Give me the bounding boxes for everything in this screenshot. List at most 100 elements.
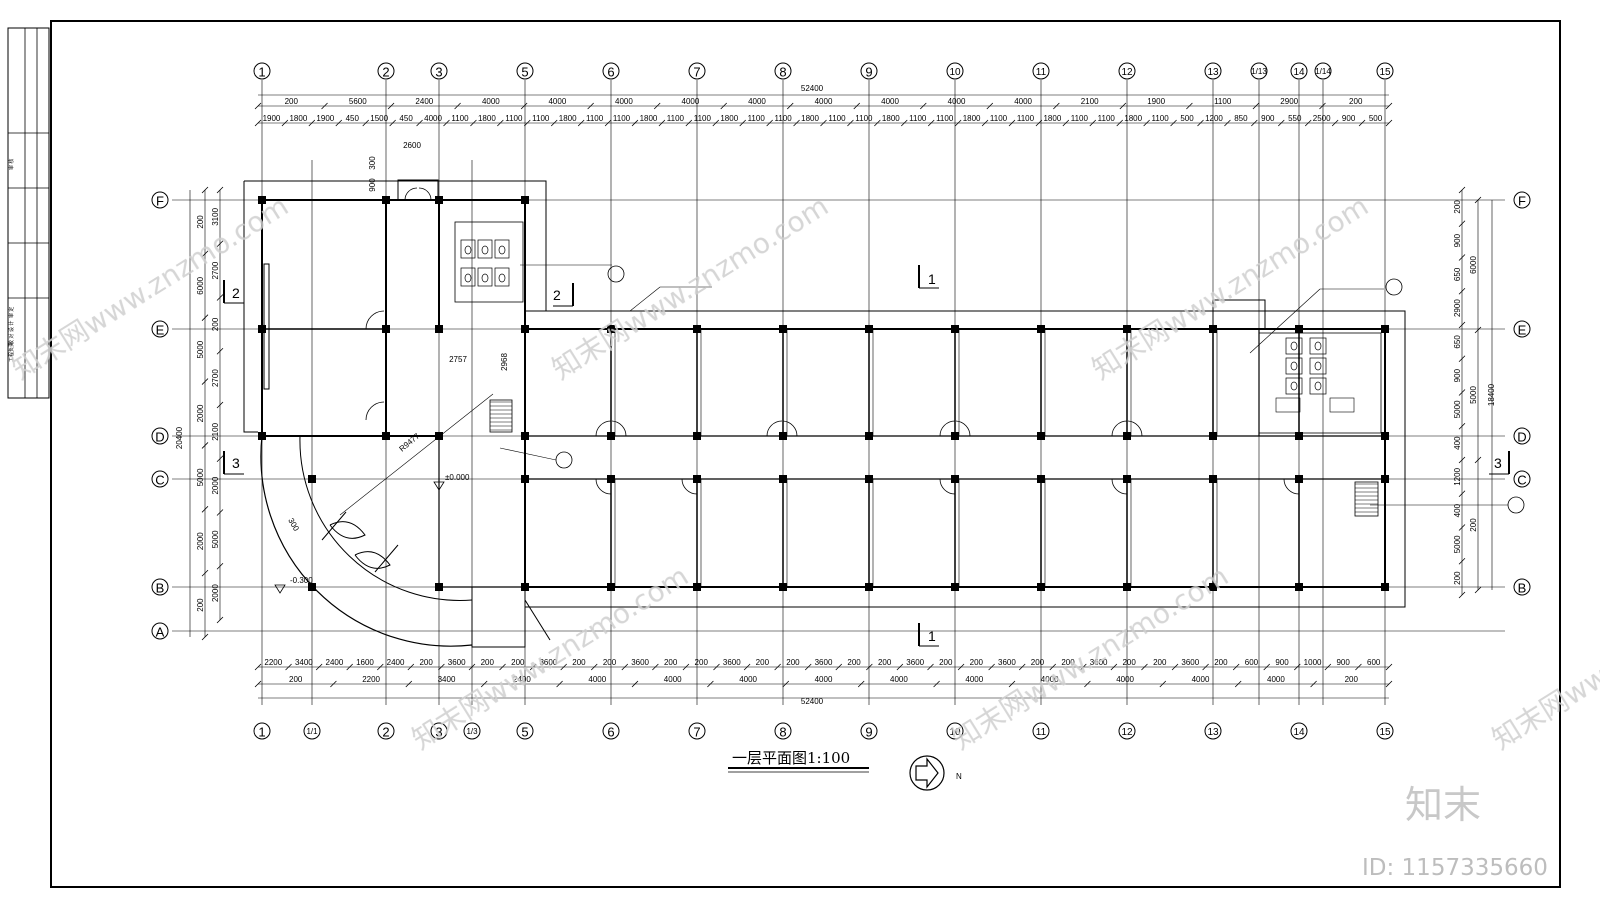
dim-bottom-1-tick [1324, 663, 1332, 671]
dim-top-2-tick [847, 119, 854, 127]
sink [1275, 397, 1301, 413]
dim-top-1-label: 4000 [682, 97, 700, 106]
dim-right-2-label: 400 [1453, 436, 1462, 450]
toilet-room-left [454, 221, 524, 303]
svg-text:1: 1 [258, 65, 265, 80]
dim-bottom-1-label: 200 [603, 658, 617, 667]
column [1037, 583, 1045, 591]
svg-text:5: 5 [521, 725, 528, 740]
dim-top-2-tick [470, 119, 477, 127]
drawing-title: 一层平面图1:100 [732, 749, 850, 767]
dim-bottom-1-tick [285, 663, 292, 671]
door-swing [1111, 478, 1128, 495]
dim-top-2-label: 1100 [532, 114, 550, 123]
dim-right-2-tick [1458, 254, 1466, 261]
dim-bottom-1-label: 200 [756, 658, 770, 667]
axis-bubble-top: 13 [1204, 62, 1222, 80]
overall-length-top: 52400 [801, 84, 824, 93]
dim-top-1-tick [454, 102, 461, 110]
svg-text:7: 7 [693, 65, 700, 80]
dim-bottom-1-label: 200 [970, 658, 984, 667]
axis-bubble-bottom: 13 [1204, 722, 1222, 740]
dim-bottom-1-tick [560, 663, 567, 671]
axis-bubble-top: 5 [516, 62, 534, 80]
toilet-bowl [1290, 381, 1298, 391]
dim-right-2-label: 200 [1453, 571, 1462, 585]
dim-bottom-1-tick [590, 663, 598, 671]
dim-bottom-1-tick [743, 663, 751, 671]
dim-bottom-1-label: 2400 [326, 658, 344, 667]
dim-top-2-label: 1200 [1205, 114, 1223, 123]
column [521, 432, 529, 440]
dim-top-2-label: 1100 [667, 114, 685, 123]
column [1381, 583, 1389, 591]
dim-bottom-1-label: 200 [786, 658, 800, 667]
dim-top-2-label: 1100 [1098, 114, 1116, 123]
column [435, 432, 443, 440]
dim-top-1-label: 2100 [1081, 97, 1099, 106]
column [1123, 432, 1131, 440]
dim-right-2-label: 5000 [1453, 400, 1462, 418]
dim-right-2-tick [1458, 591, 1466, 599]
dim-top-1-label: 1100 [1214, 97, 1232, 106]
axis-bubble-top: 1 [253, 62, 271, 80]
leader [499, 447, 557, 461]
title-block-cell-4: 校 对 [8, 334, 15, 345]
dim-top-2-label: 1100 [613, 114, 631, 123]
index-circle [1385, 278, 1403, 296]
dim-top-2-label: 450 [346, 114, 360, 123]
dim-bottom-1-tick [499, 663, 506, 671]
dim-top-2-label: 1800 [801, 114, 819, 123]
axis-bubble-top: 10 [946, 62, 964, 80]
toilet-fixture [460, 239, 476, 259]
axis-bubble-bottom: 1/1 [303, 722, 321, 740]
column [1295, 475, 1303, 483]
dim-top-2-tick [1143, 119, 1150, 127]
dim-top-1-tick [786, 102, 794, 110]
radius-leader [339, 393, 494, 516]
dim-top-2-tick [1062, 119, 1070, 127]
level-marker [274, 584, 286, 594]
dim-top-2-tick [981, 119, 989, 127]
dim-top-2-label: 1100 [1071, 114, 1089, 123]
dim-left-1-label: 6000 [196, 276, 205, 294]
dim-top-2-label: 1100 [828, 114, 846, 123]
toilet-fixture [1285, 357, 1303, 375]
svg-text:1: 1 [258, 725, 265, 740]
section-marker-2-mid: 2 [553, 283, 574, 307]
svg-text:11: 11 [1036, 727, 1047, 738]
entry-door-leaves [329, 521, 391, 569]
dim-bottom-1-tick [407, 663, 415, 671]
svg-text:1: 1 [928, 271, 936, 287]
dim-top-1-label: 4000 [548, 97, 566, 106]
svg-text:知末网www.znzmo.com: 知末网www.znzmo.com [1486, 559, 1600, 756]
dim-top-2-label: 500 [1180, 114, 1194, 123]
door-swing [595, 420, 612, 437]
dim-top-1-tick [1119, 102, 1127, 110]
column [951, 583, 959, 591]
dim-top-2-tick [577, 119, 585, 127]
dim-right-2-label: 400 [1453, 503, 1462, 517]
dim-top-2-tick [362, 119, 369, 127]
dim-bottom-2-label: 200 [289, 675, 303, 684]
column [258, 196, 266, 204]
dim-top-1-label: 2400 [415, 97, 433, 106]
dim-right-2-label: 1200 [1453, 467, 1462, 485]
column [779, 432, 787, 440]
dim-top-2-label: 1800 [559, 114, 577, 123]
svg-text:B: B [1518, 581, 1527, 596]
column [1381, 475, 1389, 483]
dim-bottom-1-tick [1385, 663, 1393, 671]
dim-top-1-tick [254, 102, 262, 110]
dim-top-2-tick [874, 119, 881, 127]
svg-text:1/14: 1/14 [1315, 67, 1331, 76]
svg-text:10: 10 [949, 67, 961, 78]
dim-bottom-1-label: 200 [664, 658, 678, 667]
dim-bottom-1-tick [254, 663, 262, 671]
title-block: 审 核 审 定 设 计 校 对 工程负责 [7, 27, 50, 399]
dim-top-2-tick [1358, 119, 1366, 127]
column [693, 583, 701, 591]
dim-bottom-1-label: 200 [1214, 658, 1228, 667]
dim-top-2-label: 1800 [882, 114, 900, 123]
dim-top-1-tick [520, 102, 528, 110]
